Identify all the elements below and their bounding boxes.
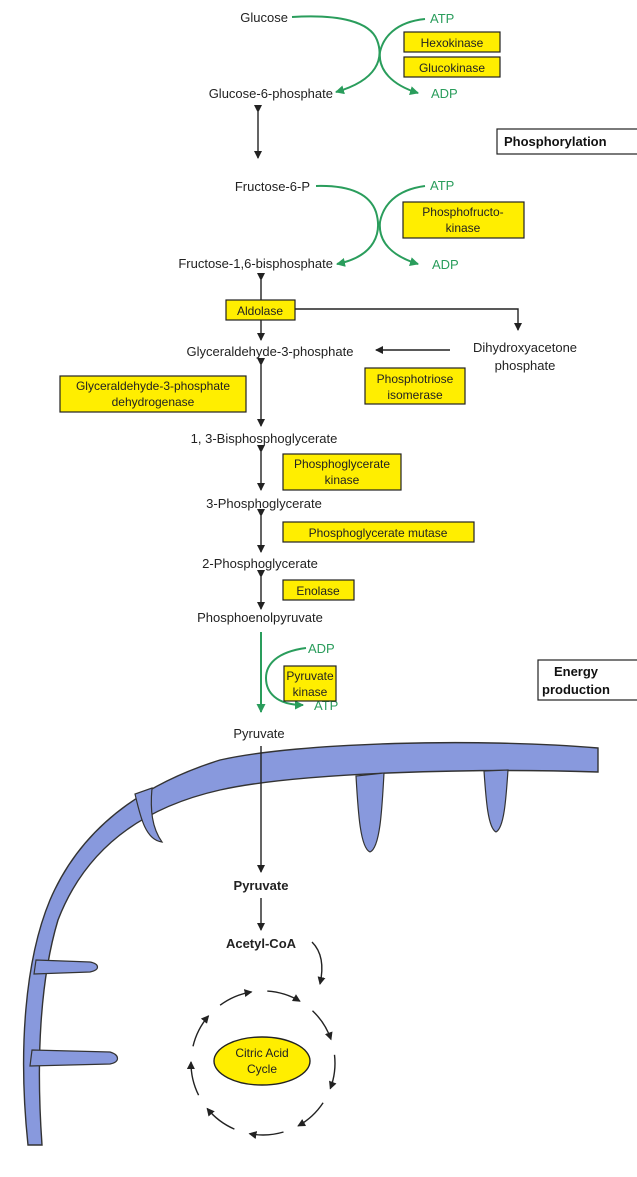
mito-pyruvate-label: Pyruvate [234, 878, 289, 893]
pep-label: Phosphoenolpyruvate [197, 610, 323, 625]
adp-3: ADP [308, 641, 335, 656]
pk-label-1: Pyruvate [286, 669, 334, 683]
dhap-label-1: Dihydroxyacetone [473, 340, 577, 355]
mitochondrion-crista [483, 769, 509, 833]
aldolase-dhap-arrow [295, 308, 522, 331]
gapdh-enzyme: Glyceraldehyde-3-phosphate dehydrogenase [59, 375, 247, 413]
g6p-label: Glucose-6-phosphate [209, 86, 333, 101]
glucokinase-label: Glucokinase [419, 61, 485, 75]
mitochondrion-crista [33, 959, 99, 975]
pgm-label: Phosphoglycerate mutase [309, 526, 448, 540]
stage-energy-production: Energy production [537, 659, 637, 701]
pfk-label-2: kinase [446, 221, 481, 235]
atp-adp-arrow-1 [378, 18, 426, 95]
pyruvate-kinase-enzyme: Pyruvate kinase [283, 665, 337, 702]
tpi-label-2: isomerase [387, 388, 443, 402]
adp-2: ADP [432, 257, 459, 272]
pyruvate-label: Pyruvate [233, 726, 284, 741]
atp-3: ATP [314, 698, 338, 713]
citric-acid-cycle: Citric Acid Cycle [213, 1036, 311, 1086]
citric-acid-label-1: Citric Acid [235, 1046, 288, 1060]
adp-atp-arrow-3 [264, 647, 307, 710]
enolase-enzyme: Enolase [282, 579, 355, 601]
pgk-label-2: kinase [325, 473, 360, 487]
aldolase-label: Aldolase [237, 304, 283, 318]
hexokinase-enzyme: Hexokinase [403, 31, 501, 53]
bpg13-label: 1, 3-Bisphosphoglycerate [191, 431, 338, 446]
atp-1: ATP [430, 11, 454, 26]
gapdh-label-2: dehydrogenase [112, 395, 195, 409]
stage-energy-label: Energy [554, 664, 599, 679]
cycle-arrow [192, 1015, 210, 1047]
atp-adp-arrow-2 [378, 185, 426, 266]
phosphoglycerate-mutase-enzyme: Phosphoglycerate mutase [282, 521, 475, 543]
cycle-arrow [206, 1107, 235, 1130]
phosphoglycerate-kinase-enzyme: Phosphoglycerate kinase [282, 453, 402, 491]
cycle-arrow [219, 989, 253, 1006]
acetyl-coa-label: Acetyl-CoA [226, 936, 297, 951]
adp-1: ADP [431, 86, 458, 101]
gapdh-label-1: Glyceraldehyde-3-phosphate [76, 379, 230, 393]
aldolase-enzyme: Aldolase [225, 299, 296, 321]
pfk-label-1: Phosphofructo- [422, 205, 503, 219]
citric-acid-cycle-ring [186, 989, 337, 1139]
mitochondrion-crista [355, 772, 385, 853]
f6p-reaction-arrow [315, 184, 379, 267]
pk-label-2: kinase [293, 685, 328, 699]
acetylcoa-cycle-arrow [311, 941, 326, 985]
stage-phosphorylation: Phosphorylation [496, 128, 637, 155]
citric-acid-label-2: Cycle [247, 1062, 277, 1076]
hexokinase-label: Hexokinase [421, 36, 484, 50]
mitochondrion-crista [29, 1049, 119, 1067]
glucose-reaction-arrow [291, 15, 381, 95]
atp-2: ATP [430, 178, 454, 193]
phosphofructokinase-enzyme: Phosphofructo- kinase [402, 201, 525, 239]
pg2-label: 2-Phosphoglycerate [202, 556, 318, 571]
mitochondrion-membrane [22, 741, 599, 1146]
pgk-label-1: Phosphoglycerate [294, 457, 390, 471]
glucokinase-enzyme: Glucokinase [403, 56, 501, 78]
pg3-label: 3-Phosphoglycerate [206, 496, 322, 511]
f16bp-label: Fructose-1,6-bisphosphate [178, 256, 333, 271]
cycle-arrow [186, 1061, 200, 1096]
cycle-arrow [267, 990, 301, 1002]
stage-phosphorylation-label: Phosphorylation [504, 134, 607, 149]
enolase-label: Enolase [296, 584, 340, 598]
cycle-arrow [297, 1102, 324, 1127]
cycle-arrow [329, 1054, 337, 1090]
cycle-arrow [312, 1010, 333, 1041]
triose-phosphate-isomerase-enzyme: Phosphotriose isomerase [364, 367, 466, 405]
glucose-label: Glucose [240, 10, 288, 25]
f6p-label: Fructose-6-P [235, 179, 310, 194]
dhap-label-2: phosphate [495, 358, 556, 373]
g3p-label: Glyceraldehyde-3-phosphate [187, 344, 354, 359]
mitochondrion-crista [134, 787, 164, 843]
tpi-label-1: Phosphotriose [377, 372, 454, 386]
cycle-arrow [248, 1131, 284, 1139]
stage-production-label: production [542, 682, 610, 697]
